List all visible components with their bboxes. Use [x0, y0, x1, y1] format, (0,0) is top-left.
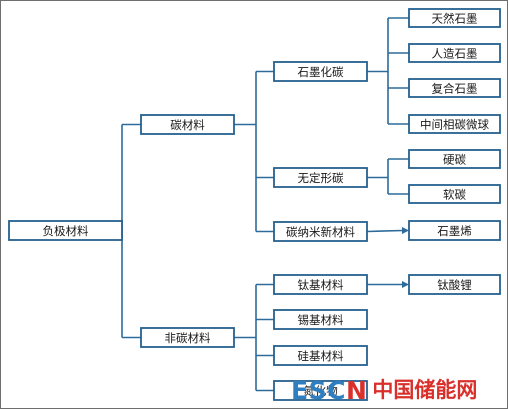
watermark-text: 中国储能网 — [372, 377, 478, 402]
node-label: 无定形碳 — [298, 171, 344, 185]
node-composite-graphite: 复合石墨 — [408, 78, 501, 98]
node-nitride: 氮化物 — [273, 380, 368, 401]
node-label: 钛基材料 — [298, 278, 344, 292]
node-noncarbon: 非碳材料 — [140, 327, 235, 348]
node-mcmb: 中间相碳微球 — [408, 114, 501, 134]
node-label: 中间相碳微球 — [420, 118, 489, 132]
node-silicon: 硅基材料 — [273, 345, 368, 366]
edge-nanocarbon-graphene — [366, 229, 404, 233]
arrowhead — [402, 227, 409, 234]
diagram-links — [121, 17, 409, 392]
node-tin: 锡基材料 — [273, 309, 368, 330]
node-box — [273, 345, 368, 366]
node-label: 天然石墨 — [432, 12, 478, 26]
node-box — [408, 220, 501, 241]
node-box — [273, 274, 368, 295]
escn-logo-accent: N — [345, 375, 368, 405]
node-soft-carbon: 软碳 — [408, 184, 501, 204]
node-hard-carbon: 硬碳 — [408, 149, 501, 169]
node-label: 复合石墨 — [432, 82, 478, 96]
node-titanium: 钛基材料 — [273, 274, 368, 295]
node-artificial-graphite: 人造石墨 — [408, 43, 501, 63]
node-box — [408, 8, 501, 28]
node-box — [8, 220, 123, 241]
node-box — [408, 184, 501, 204]
node-label: 氮化物 — [303, 384, 338, 398]
arrowhead — [402, 281, 409, 288]
node-box — [408, 43, 501, 63]
node-label: 软碳 — [443, 188, 466, 202]
node-label: 碳材料 — [170, 118, 205, 132]
node-box — [273, 61, 368, 82]
escn-logo: ESCN — [291, 378, 367, 403]
node-label: 锡基材料 — [298, 313, 344, 327]
node-label: 硬碳 — [443, 153, 466, 167]
node-anode: 负极材料 — [8, 220, 123, 241]
node-label: 石墨化碳 — [298, 65, 344, 79]
node-box — [273, 221, 368, 242]
node-label: 非碳材料 — [165, 331, 211, 345]
node-amorphous: 无定形碳 — [273, 167, 368, 188]
node-label: 石墨烯 — [437, 224, 472, 238]
node-label: 硅基材料 — [298, 349, 344, 363]
node-label: 钛酸锂 — [437, 278, 472, 292]
node-natural-graphite: 天然石墨 — [408, 8, 501, 28]
node-box — [408, 78, 501, 98]
node-box — [273, 309, 368, 330]
node-lto: 钛酸锂 — [408, 274, 501, 295]
node-box — [140, 114, 235, 135]
node-nanocarbon: 碳纳米新材料 — [273, 221, 368, 242]
node-label: 人造石墨 — [432, 47, 478, 61]
node-label: 负极材料 — [43, 224, 89, 238]
escn-logo-main: ESC — [291, 375, 346, 405]
node-box — [140, 327, 235, 348]
node-graphene: 石墨烯 — [408, 220, 501, 241]
watermark: ESCN 中国储能网 — [291, 373, 477, 407]
node-box — [408, 149, 501, 169]
node-label: 碳纳米新材料 — [286, 225, 355, 239]
node-box — [273, 167, 368, 188]
node-box — [408, 114, 501, 134]
node-box — [273, 380, 368, 401]
node-graphite: 石墨化碳 — [273, 61, 368, 82]
node-carbon: 碳材料 — [140, 114, 235, 135]
node-box — [408, 274, 501, 295]
